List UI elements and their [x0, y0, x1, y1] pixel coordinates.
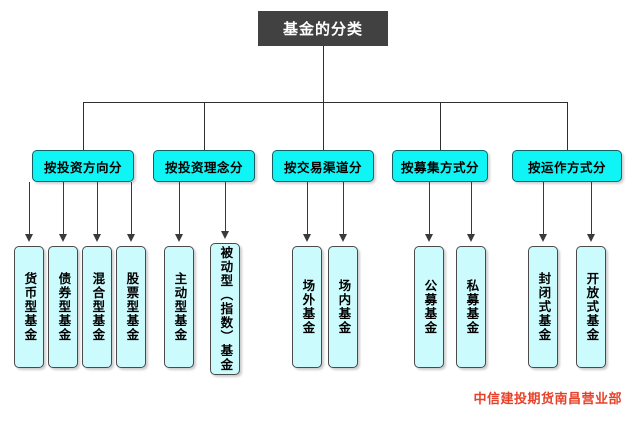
arrow-head-5-1	[538, 234, 547, 242]
branch-drop-3	[323, 102, 324, 150]
root-node-label: 基金的分类	[282, 21, 363, 38]
arrow-head-2-2	[220, 231, 229, 239]
leaf-label: 开放式基金	[584, 272, 599, 342]
arrow-stem-4-1	[429, 182, 430, 236]
branch-node-investment-philosophy[interactable]: 按投资理念分	[153, 150, 255, 182]
leaf-label: 货币型基金	[22, 272, 37, 342]
leaf-label: 混合型基金	[90, 272, 105, 342]
arrow-head-1-4	[126, 234, 135, 242]
root-node-fund-classification: 基金的分类	[258, 11, 388, 46]
branch-label: 按投资方向分	[43, 160, 122, 175]
leaf-node-public-fund[interactable]: 公募基金	[414, 246, 444, 368]
arrow-stem-3-2	[343, 182, 344, 236]
arrow-stem-2-1	[179, 182, 180, 236]
branch-label: 按投资理念分	[164, 160, 243, 175]
arrow-stem-4-2	[471, 182, 472, 236]
leaf-node-passive-index-fund[interactable]: 被动型（指数）基金	[210, 243, 240, 375]
branch-drop-5	[567, 102, 568, 150]
arrow-stem-1-4	[131, 182, 132, 236]
branch-drop-1	[83, 102, 84, 150]
leaf-node-otc-fund[interactable]: 场外基金	[292, 246, 322, 368]
arrow-head-5-2	[586, 234, 595, 242]
root-connector-stem	[323, 46, 324, 102]
branch-node-trading-channel[interactable]: 按交易渠道分	[272, 150, 374, 182]
arrow-stem-3-1	[307, 182, 308, 236]
leaf-label: 股票型基金	[124, 272, 139, 342]
arrow-stem-2-2	[225, 182, 226, 233]
arrow-stem-5-2	[591, 182, 592, 236]
arrow-stem-1-2	[63, 182, 64, 236]
arrow-head-2-1	[174, 234, 183, 242]
leaf-label: 公募基金	[422, 279, 437, 335]
leaf-node-exchange-traded-fund[interactable]: 场内基金	[328, 246, 358, 368]
leaf-node-bond-fund[interactable]: 债券型基金	[48, 246, 78, 368]
arrow-head-1-1	[24, 234, 33, 242]
arrow-head-3-1	[302, 234, 311, 242]
leaf-node-private-fund[interactable]: 私募基金	[456, 246, 486, 368]
leaf-node-hybrid-fund[interactable]: 混合型基金	[82, 246, 112, 368]
leaf-node-open-end-fund[interactable]: 开放式基金	[576, 246, 606, 368]
leaf-node-equity-fund[interactable]: 股票型基金	[116, 246, 146, 368]
branch-label: 按运作方式分	[527, 160, 606, 175]
branch-node-investment-direction[interactable]: 按投资方向分	[32, 150, 134, 182]
arrow-stem-1-3	[97, 182, 98, 236]
leaf-label: 封闭式基金	[536, 272, 551, 342]
branch-drop-4	[440, 102, 441, 150]
footer-credit-text: 中信建投期货南昌营业部	[473, 391, 622, 406]
leaf-label: 被动型（指数）基金	[218, 246, 233, 372]
branch-drop-2	[204, 102, 205, 150]
arrow-head-1-2	[58, 234, 67, 242]
level2-connector-bus	[83, 102, 567, 103]
branch-label: 按募集方式分	[400, 160, 479, 175]
leaf-node-closed-end-fund[interactable]: 封闭式基金	[528, 246, 558, 368]
leaf-node-money-market-fund[interactable]: 货币型基金	[14, 246, 44, 368]
arrow-head-3-2	[338, 234, 347, 242]
arrow-head-4-1	[424, 234, 433, 242]
branch-label: 按交易渠道分	[283, 160, 362, 175]
arrow-head-4-2	[466, 234, 475, 242]
leaf-label: 主动型基金	[172, 272, 187, 342]
arrow-stem-5-1	[543, 182, 544, 236]
leaf-label: 私募基金	[464, 279, 479, 335]
leaf-label: 场外基金	[300, 279, 315, 335]
arrow-stem-1-1	[29, 182, 30, 236]
branch-node-operation-method[interactable]: 按运作方式分	[512, 150, 622, 182]
leaf-node-active-fund[interactable]: 主动型基金	[164, 246, 194, 368]
leaf-label: 场内基金	[336, 279, 351, 335]
branch-node-fundraising-method[interactable]: 按募集方式分	[392, 150, 488, 182]
arrow-head-1-3	[92, 234, 101, 242]
leaf-label: 债券型基金	[56, 272, 71, 342]
